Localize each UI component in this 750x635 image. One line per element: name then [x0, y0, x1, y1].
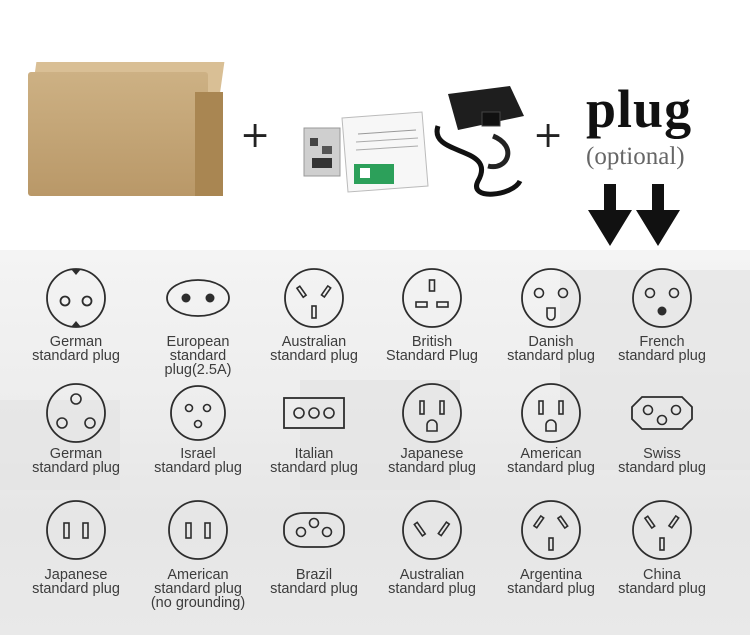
- brazil-plug-icon: [283, 512, 345, 548]
- french-plug-icon: [632, 268, 692, 328]
- background-building: [560, 270, 750, 470]
- plug-caption-line1: China: [643, 567, 681, 583]
- japanese-plug-icon: [46, 500, 106, 560]
- china-plug-icon: [632, 500, 692, 560]
- plug-caption-line1: Australian: [281, 334, 347, 350]
- plug-caption-line2: standard: [169, 348, 227, 364]
- plus-sign: +: [533, 115, 564, 156]
- shipping-box-image: [28, 72, 208, 196]
- plug-caption-line1: British: [411, 334, 453, 350]
- australian-plug-icon: [284, 268, 344, 328]
- plug-caption-line2: standard plug: [388, 581, 476, 597]
- plug-caption-line1: American: [167, 567, 229, 583]
- plug-caption-line2: standard plug: [32, 348, 120, 364]
- swiss-plug-icon: [631, 396, 693, 430]
- plug-caption-line1: Danish: [528, 334, 574, 350]
- plug-caption-line1: French: [639, 334, 685, 350]
- german-schuko-plug-icon: [46, 268, 106, 328]
- plug-caption-line2: standard plug: [270, 460, 358, 476]
- plug-caption-line2: standard plug: [618, 348, 706, 364]
- plug-caption-line2: standard plug: [507, 581, 595, 597]
- plug-caption-line1: American: [520, 446, 582, 462]
- australian-two-pin-plug-icon: [402, 500, 462, 560]
- plug-caption-line1: Swiss: [643, 446, 681, 462]
- american-ungrounded-plug-icon: [168, 500, 228, 560]
- german-three-pin-plug-icon: [46, 383, 106, 443]
- manual-sheet-icon: [341, 111, 429, 193]
- plug-title: plug: [586, 79, 693, 139]
- plug-caption-line2: standard plug: [270, 581, 358, 597]
- plug-caption-line2: Standard Plug: [386, 348, 478, 364]
- plug-caption-line2: standard plug: [32, 581, 120, 597]
- power-supply-icon: [434, 86, 524, 197]
- japanese-grounded-plug-icon: [402, 383, 462, 443]
- plug-caption-line1: Israel: [180, 446, 216, 462]
- plug-caption-line2: standard plug: [270, 348, 358, 364]
- background-building: [0, 400, 120, 490]
- plug-caption-line1: European: [166, 334, 230, 350]
- plug-caption-line3: (no grounding): [150, 595, 246, 611]
- plug-caption-line1: Japanese: [44, 567, 108, 583]
- plug-caption-line2: standard plug: [32, 460, 120, 476]
- argentina-plug-icon: [521, 500, 581, 560]
- down-arrows-icon: [588, 184, 680, 246]
- plug-caption-line2: standard plug: [618, 581, 706, 597]
- plug-caption-line1: Argentina: [519, 567, 583, 583]
- plug-caption-line2: standard plug: [507, 348, 595, 364]
- shipping-box-side: [195, 92, 223, 196]
- plug-caption-line3: plug(2.5A): [164, 362, 232, 378]
- plug-caption-line2: standard plug: [388, 460, 476, 476]
- plug-caption-line1: Australian: [399, 567, 465, 583]
- plug-caption-line1: Italian: [294, 446, 334, 462]
- plug-caption-line1: German: [49, 446, 103, 462]
- british-plug-icon: [402, 268, 462, 328]
- screw-bag-icon: [303, 127, 341, 177]
- plug-optional-label: (optional): [586, 143, 685, 170]
- plug-caption-line1: Japanese: [400, 446, 464, 462]
- italian-plug-icon: [283, 397, 345, 429]
- plug-caption-line2: standard plug: [507, 460, 595, 476]
- danish-plug-icon: [521, 268, 581, 328]
- plug-caption-line2: standard plug: [154, 460, 242, 476]
- israel-plug-icon: [170, 385, 226, 441]
- power-adapter-kit-image: [303, 86, 524, 197]
- european-plug-icon: [166, 279, 230, 317]
- plug-caption-line1: German: [49, 334, 103, 350]
- plug-caption-line2: standard plug: [618, 460, 706, 476]
- american-grounded-plug-icon: [521, 383, 581, 443]
- plug-caption-line2: standard plug: [154, 581, 242, 597]
- plug-caption-line1: Brazil: [295, 567, 333, 583]
- plus-sign: +: [240, 115, 271, 156]
